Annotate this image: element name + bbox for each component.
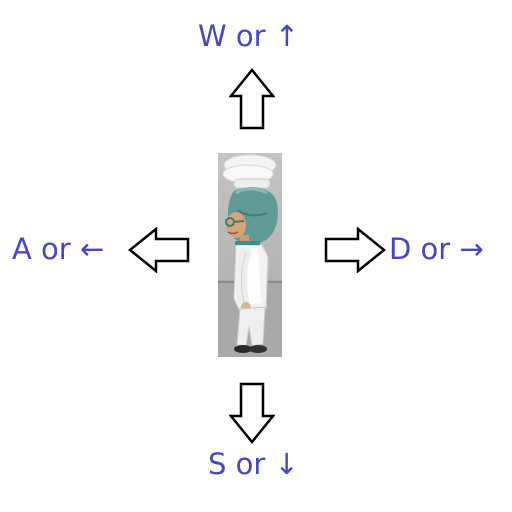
arrow-down-icon xyxy=(229,382,275,444)
arrow-right-icon xyxy=(324,227,386,273)
move-up-label: W or ↑ xyxy=(198,19,300,53)
arrow-up-icon xyxy=(229,68,275,130)
arrow-left-icon xyxy=(128,227,190,273)
move-left-label: A or ← xyxy=(12,232,105,266)
move-right-label: D or → xyxy=(389,232,484,266)
move-down-label: S or ↓ xyxy=(208,447,299,481)
chef-character-icon xyxy=(218,153,282,357)
